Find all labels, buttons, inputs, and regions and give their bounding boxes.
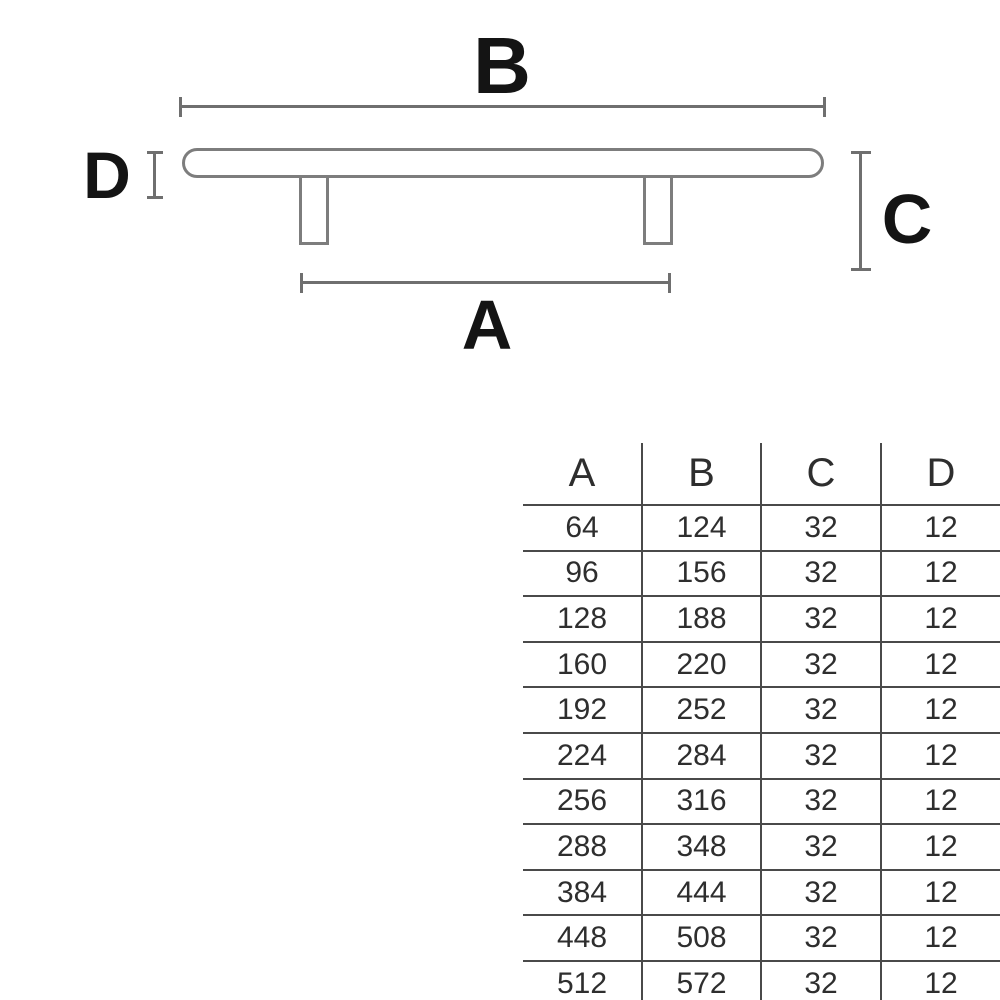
table-cell: 124	[643, 504, 762, 550]
table-cell: 384	[523, 868, 643, 915]
table-cell: 32	[762, 868, 882, 915]
table-cell: 32	[762, 504, 882, 550]
table-cell: 12	[882, 731, 1000, 778]
table-cell: 444	[643, 868, 762, 915]
column-header-c: C	[762, 443, 882, 504]
table-cell: 12	[882, 640, 1000, 687]
table-cell: 12	[882, 595, 1000, 641]
dimension-tick	[851, 268, 871, 271]
dimension-tick	[147, 151, 163, 154]
table-cell: 32	[762, 777, 882, 824]
dimension-line-a	[300, 273, 671, 293]
table-cell: 188	[643, 595, 762, 641]
table-cell: 160	[523, 640, 643, 687]
dimension-line-c	[851, 151, 871, 271]
table-cell: 348	[643, 823, 762, 869]
table-cell: 12	[882, 777, 1000, 824]
table-cell: 32	[762, 959, 882, 1000]
column-header-a: A	[523, 443, 643, 504]
handle-post-left	[299, 174, 329, 245]
table-cell: 224	[523, 731, 643, 778]
table-cell: 220	[643, 640, 762, 687]
table-cell: 12	[882, 549, 1000, 596]
table-cell: 252	[643, 686, 762, 732]
size-table-header-row: A B C D	[523, 443, 1000, 504]
dimension-line-b	[179, 97, 826, 117]
dimension-tick	[823, 97, 826, 117]
dimension-tick	[179, 97, 182, 117]
table-cell: 32	[762, 823, 882, 869]
dimension-label-c: C	[881, 180, 933, 258]
table-cell: 32	[762, 549, 882, 596]
table-cell: 156	[643, 549, 762, 596]
table-cell: 12	[882, 868, 1000, 915]
column-header-b: B	[643, 443, 762, 504]
dimension-label-d: D	[83, 138, 131, 212]
table-cell: 32	[762, 640, 882, 687]
table-cell: 572	[643, 959, 762, 1000]
table-cell: 32	[762, 595, 882, 641]
table-cell: 448	[523, 914, 643, 960]
column-header-d: D	[926, 451, 956, 495]
table-cell: 12	[882, 686, 1000, 732]
table-cell: 512	[523, 959, 643, 1000]
dimension-label-a: A	[461, 286, 513, 364]
table-cell: 192	[523, 686, 643, 732]
table-cell: 32	[762, 686, 882, 732]
dimension-line-d	[147, 151, 163, 199]
table-cell: 12	[882, 914, 1000, 960]
dimension-tick	[147, 196, 163, 199]
dimension-tick	[851, 151, 871, 154]
table-cell: 288	[523, 823, 643, 869]
table-cell: 316	[643, 777, 762, 824]
table-cell: 96	[523, 549, 643, 596]
table-cell: 32	[762, 914, 882, 960]
handle-bar-outline	[182, 148, 824, 178]
table-cell: 64	[523, 504, 643, 550]
table-cell: 12	[882, 959, 1000, 1000]
dimension-label-b: B	[473, 21, 531, 110]
dimension-tick	[668, 273, 671, 293]
table-cell: 128	[523, 595, 643, 641]
table-cell: 256	[523, 777, 643, 824]
handle-post-right	[643, 174, 673, 245]
table-cell: 284	[643, 731, 762, 778]
table-cell: 32	[762, 731, 882, 778]
table-cell: 508	[643, 914, 762, 960]
table-cell: 12	[882, 504, 1000, 550]
dimension-tick	[300, 273, 303, 293]
table-cell: 12	[882, 823, 1000, 869]
